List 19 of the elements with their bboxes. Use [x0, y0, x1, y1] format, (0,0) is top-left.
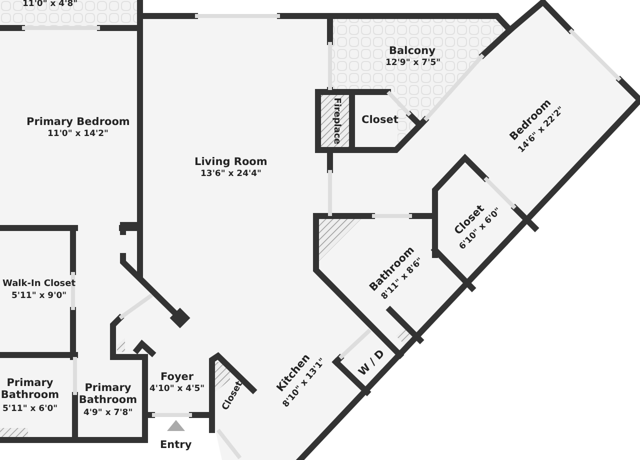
room-dimensions: 11'0" x 4'8" [22, 0, 78, 9]
room-name: Primary Bathroom [0, 377, 60, 402]
room-name: W / D [356, 348, 387, 378]
room-dimensions: 11'0" x 14'2" [48, 129, 108, 139]
entry-label: Entry [160, 439, 192, 451]
room-name: Foyer [160, 371, 194, 383]
room-name: Closet [362, 114, 398, 126]
room-dimensions: 5'11" x 9'0" [12, 291, 67, 301]
room-name: Primary Bathroom [78, 382, 138, 406]
room-dimensions: 4'9" x 7'8" [84, 408, 133, 418]
room-name: Living Room [194, 156, 268, 168]
room-dimensions: 12'9" x 7'5" [386, 58, 441, 68]
room-name: Walk-In Closet [2, 279, 76, 289]
room-dimensions: 13'6" x 24'4" [200, 169, 262, 179]
room-name: Fireplace [330, 98, 341, 144]
room-dimensions: 5'11" x 6'0" [2, 404, 58, 414]
room-dimensions: 4'10" x 4'5" [150, 384, 205, 394]
room-name: Primary Bedroom [26, 116, 130, 128]
room-name: Balcony [389, 45, 436, 57]
